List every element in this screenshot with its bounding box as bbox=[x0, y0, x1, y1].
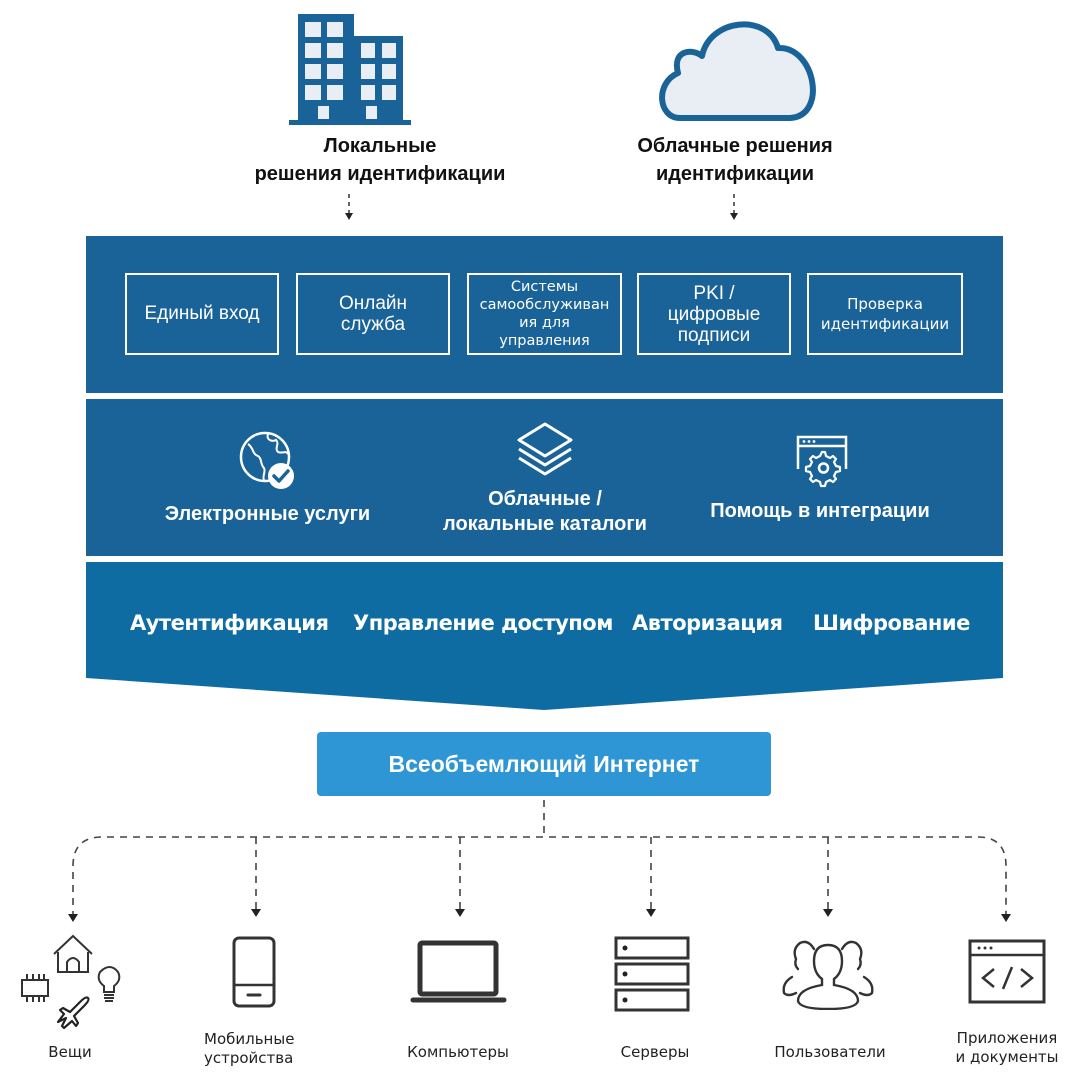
function-authentication: Аутентификация bbox=[130, 611, 329, 635]
mobile-icon bbox=[232, 936, 276, 1008]
feature-integration: Помощь в интеграции bbox=[710, 500, 930, 522]
service-pki[interactable]: PKI / цифровые подписи bbox=[637, 273, 791, 355]
connector-lines bbox=[68, 800, 1011, 922]
endpoint-things: Вещи bbox=[48, 1043, 92, 1061]
feature-directories: Облачные / локальные каталоги bbox=[443, 488, 647, 535]
service-label: Системы самообслуживан ия для управления bbox=[479, 279, 610, 349]
cloud-title: Облачные решения идентификации bbox=[637, 135, 833, 185]
server-icon bbox=[614, 936, 690, 1012]
service-sso[interactable]: Единый вход bbox=[125, 273, 279, 355]
arrowhead bbox=[251, 909, 261, 917]
cloud-arrow bbox=[730, 194, 738, 220]
browser-gear-icon bbox=[796, 435, 848, 488]
functions-panel bbox=[86, 562, 1003, 710]
function-authorization: Авторизация bbox=[632, 611, 783, 635]
function-access-management: Управление доступом bbox=[353, 611, 613, 635]
cloud-icon bbox=[659, 21, 816, 121]
code-window-icon bbox=[968, 939, 1046, 1004]
arrowhead bbox=[455, 909, 465, 917]
globe-check-icon bbox=[239, 431, 294, 489]
service-label: Единый вход bbox=[144, 303, 260, 324]
arrowhead bbox=[823, 909, 833, 917]
feature-e-services: Электронные услуги bbox=[164, 503, 371, 525]
users-icon bbox=[782, 940, 874, 1010]
service-label: PKI / цифровые подписи bbox=[667, 282, 761, 346]
service-online[interactable]: Онлайн служба bbox=[296, 273, 450, 355]
internet-label: Всеобъемлющий Интернет bbox=[388, 750, 700, 777]
service-id-verification[interactable]: Проверка идентификации bbox=[807, 273, 963, 355]
on-premise-title: Локальные решения идентификации bbox=[254, 135, 506, 185]
services-panel bbox=[86, 236, 1003, 393]
building-icon bbox=[289, 14, 411, 125]
things-icon bbox=[21, 934, 121, 1030]
endpoint-servers: Серверы bbox=[620, 1043, 690, 1061]
arrowhead bbox=[1001, 914, 1011, 922]
arrowhead bbox=[68, 914, 78, 922]
service-self-service[interactable]: Системы самообслуживан ия для управления bbox=[467, 273, 622, 355]
endpoint-mobile: Мобильные устройства bbox=[204, 1030, 295, 1067]
layers-icon bbox=[517, 422, 573, 476]
internet-button[interactable]: Всеобъемлющий Интернет bbox=[317, 732, 771, 796]
on-premise-arrow bbox=[345, 194, 353, 220]
function-encryption: Шифрование bbox=[813, 611, 970, 635]
endpoint-users: Пользователи bbox=[774, 1043, 886, 1061]
endpoint-apps-docs: Приложения и документы bbox=[955, 1029, 1059, 1066]
endpoint-computers: Компьютеры bbox=[407, 1043, 509, 1061]
service-label: Проверка идентификации bbox=[820, 295, 950, 333]
laptop-icon bbox=[410, 940, 507, 1003]
arrowhead bbox=[646, 909, 656, 917]
service-label: Онлайн служба bbox=[338, 293, 408, 335]
